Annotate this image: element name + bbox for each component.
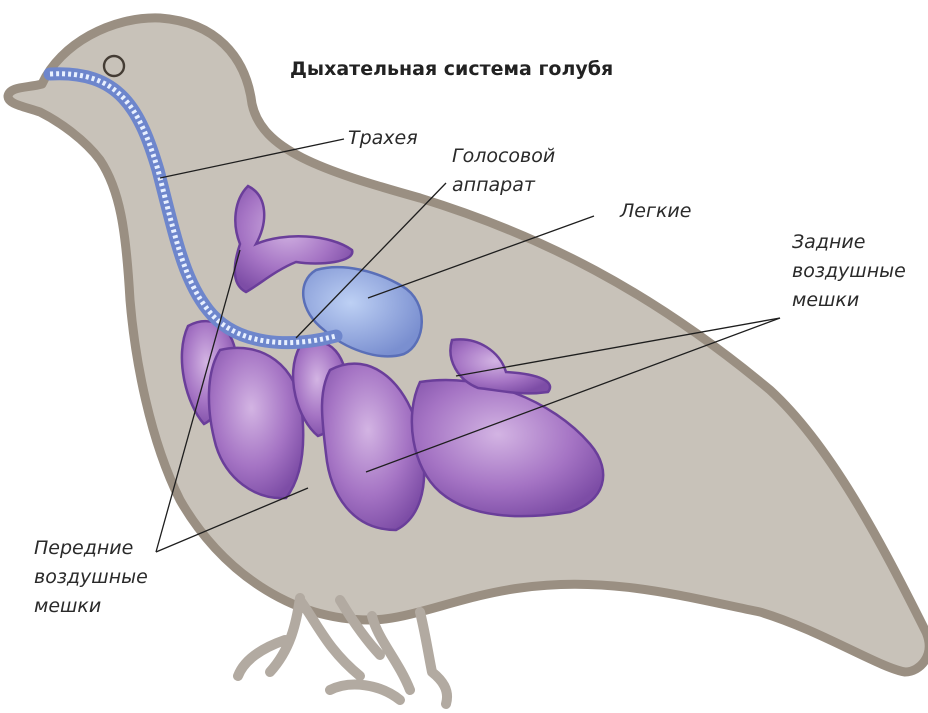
label-posterior-line-2: воздушные [792, 257, 906, 286]
label-trachea: Трахея [348, 124, 418, 153]
label-anterior-line-3: мешки [34, 592, 148, 621]
label-trachea-line-1: Трахея [348, 124, 418, 153]
label-syrinx-line-1: Голосовой [452, 142, 555, 171]
label-lungs-line-1: Легкие [620, 197, 691, 226]
label-posterior-line-1: Задние [792, 228, 906, 257]
label-lungs: Легкие [620, 197, 691, 226]
label-posterior-line-3: мешки [792, 286, 906, 315]
diagram-title: Дыхательная система голубя [290, 58, 613, 80]
label-anterior-line-2: воздушные [34, 563, 148, 592]
label-syrinx-line-2: аппарат [452, 171, 555, 200]
label-posterior-air-sacs: Задние воздушные мешки [792, 228, 906, 315]
label-anterior-air-sacs: Передние воздушные мешки [34, 534, 148, 621]
label-anterior-line-1: Передние [34, 534, 148, 563]
label-syrinx: Голосовой аппарат [452, 142, 555, 200]
